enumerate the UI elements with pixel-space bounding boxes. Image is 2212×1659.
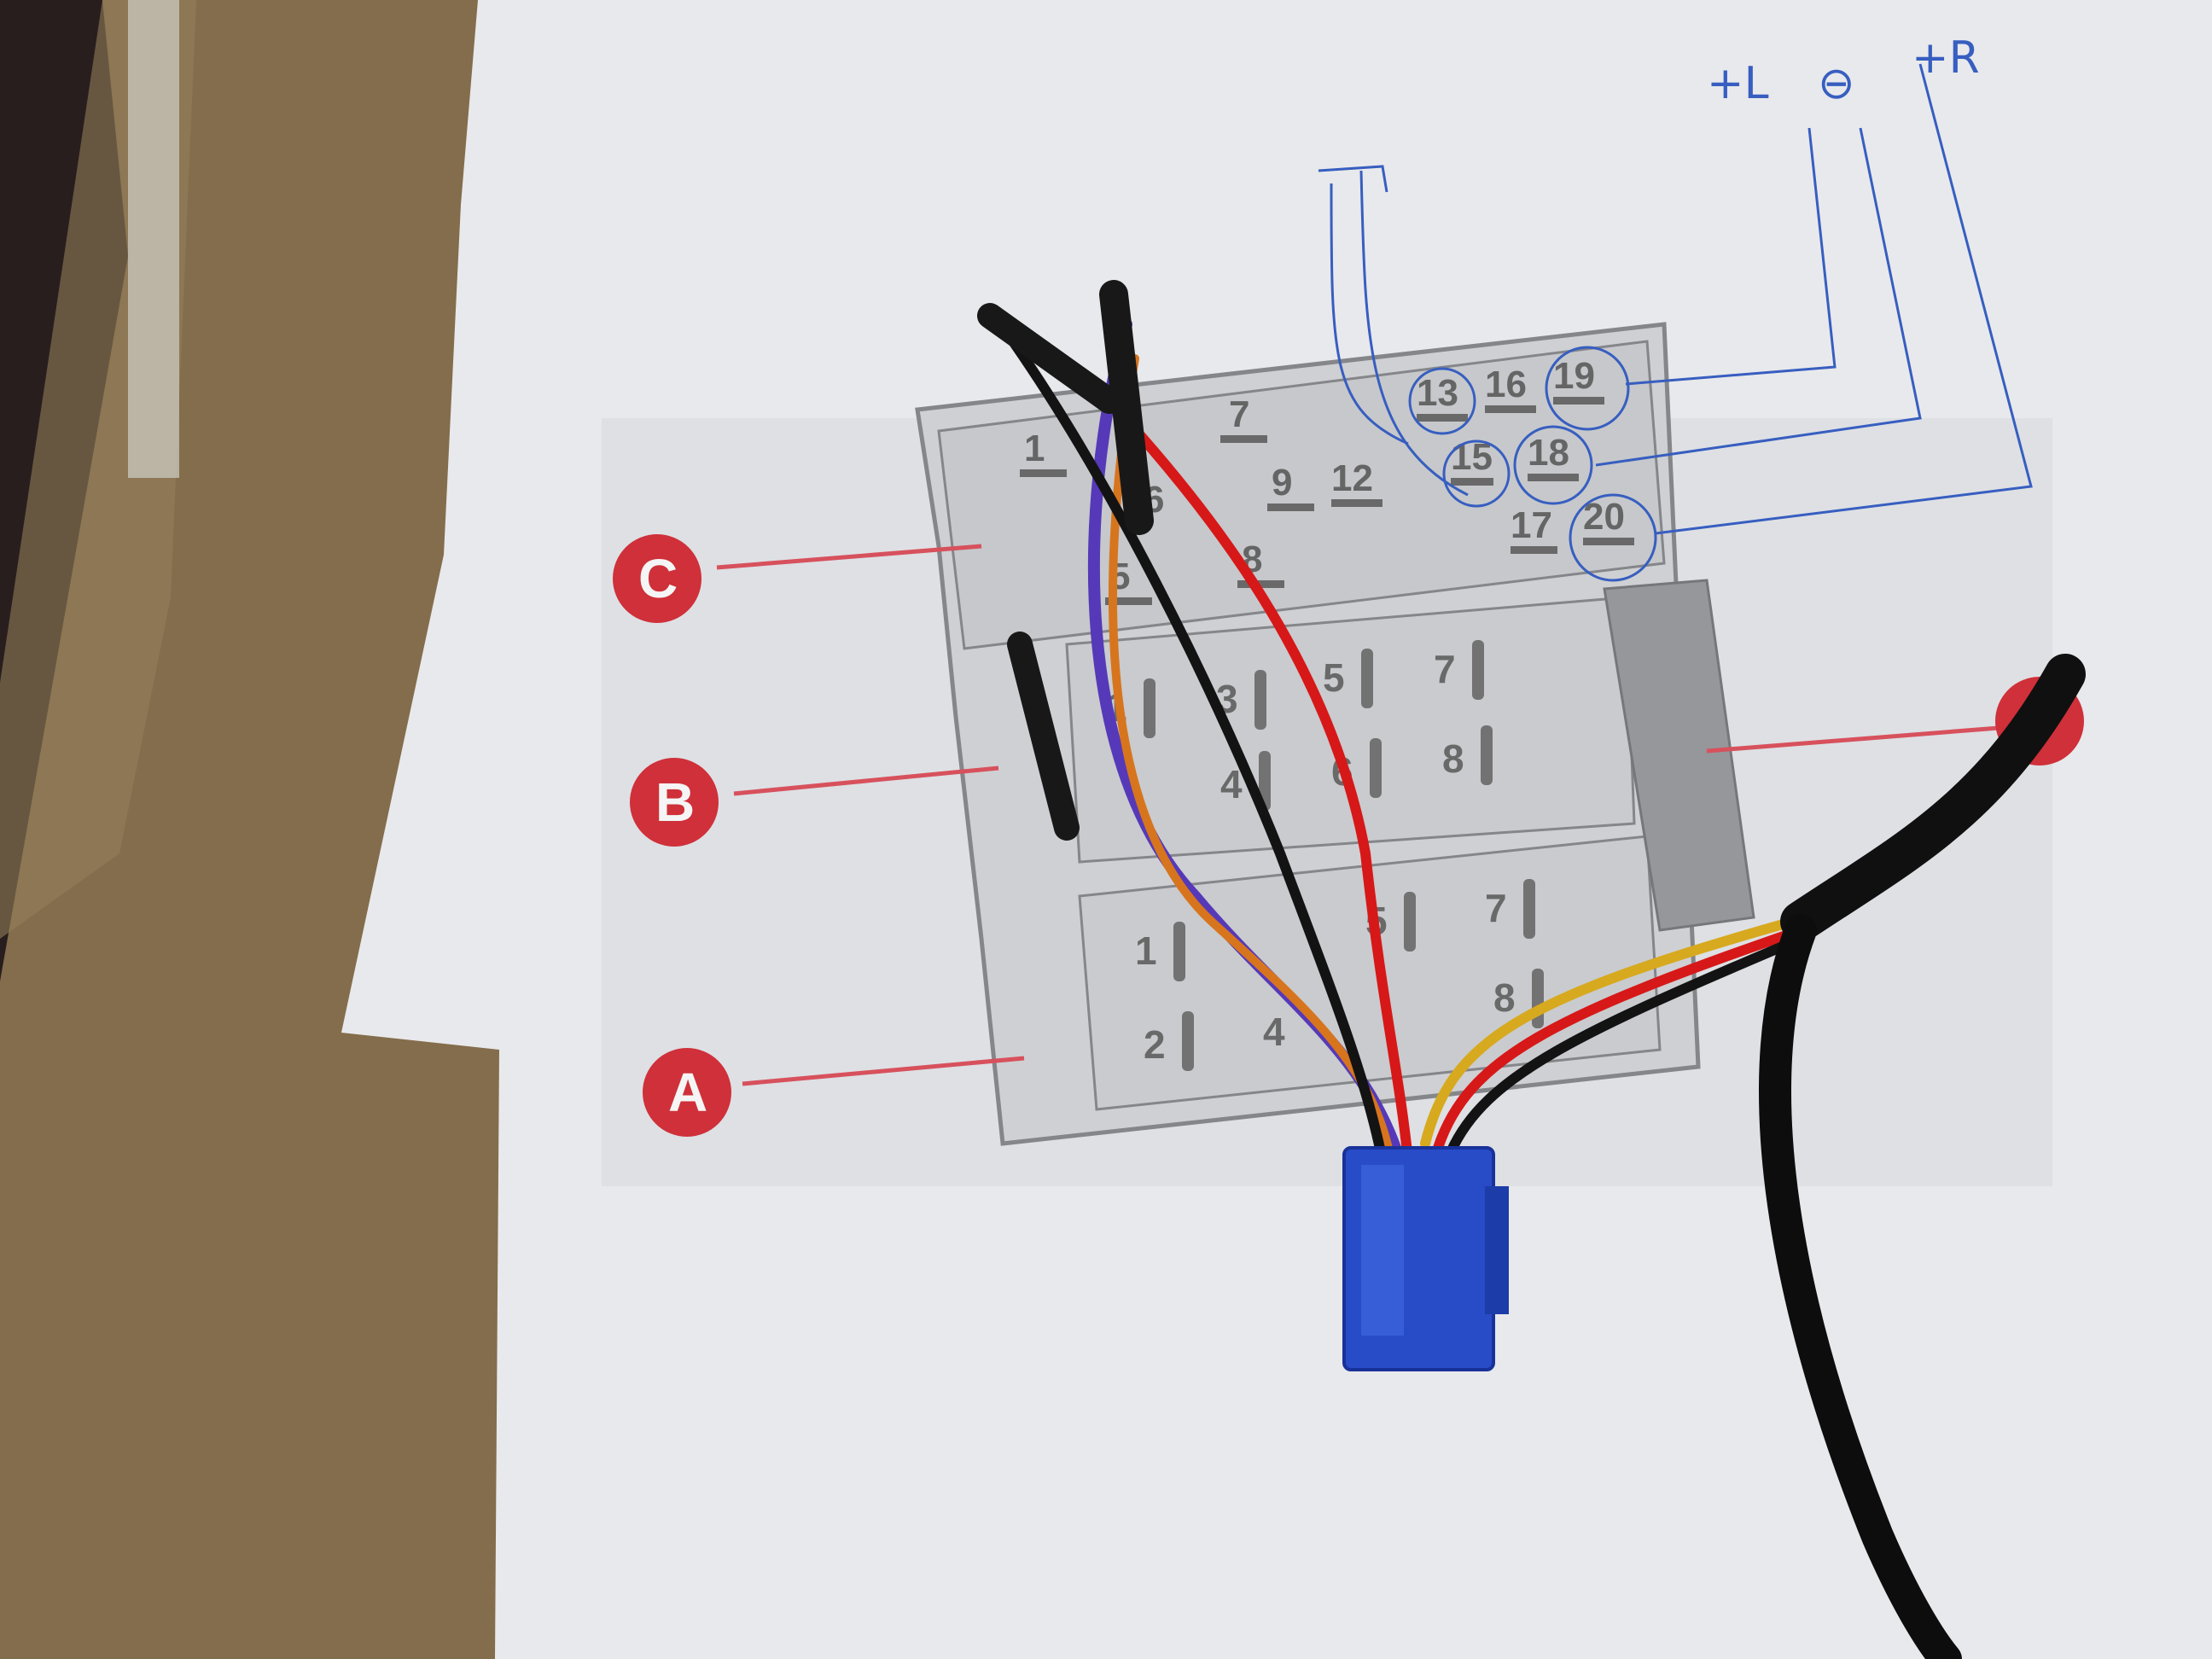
wire-orange-left bbox=[1108, 354, 1395, 1165]
pen-circle-19 bbox=[1545, 346, 1630, 431]
pin-c-9: 9 bbox=[1272, 462, 1292, 504]
pen-circle-15 bbox=[1442, 439, 1511, 508]
pin-bar bbox=[1331, 499, 1382, 507]
connector-a-pins: 1 5 7 2 4 8 bbox=[1135, 879, 1544, 1071]
plug-latch bbox=[1485, 1186, 1509, 1314]
connector-b-block bbox=[1065, 596, 1636, 864]
wire-bundle bbox=[977, 280, 2086, 1659]
pin-bar bbox=[1451, 478, 1493, 486]
pin-bar bbox=[1417, 414, 1468, 422]
hand-label-plus-l: +L bbox=[1707, 58, 1769, 109]
pen-wire-plus-r bbox=[1655, 63, 2033, 535]
wire-yellow bbox=[1420, 917, 1797, 1149]
pin-slot bbox=[1370, 738, 1382, 798]
pin-c-13: 13 bbox=[1417, 372, 1458, 414]
pin-a-8: 8 bbox=[1493, 975, 1516, 1020]
pin-c-18: 18 bbox=[1528, 432, 1569, 474]
pin-bar bbox=[1105, 597, 1152, 605]
pin-bar bbox=[1583, 538, 1634, 545]
pen-line-13 bbox=[1318, 165, 1409, 445]
pin-c-16: 16 bbox=[1485, 364, 1527, 405]
pin-a-4: 4 bbox=[1263, 1010, 1285, 1054]
pen-wire-plus-l bbox=[1625, 127, 1837, 386]
badge-a bbox=[643, 1048, 731, 1137]
pin-a-1: 1 bbox=[1135, 928, 1157, 973]
pin-slot bbox=[1254, 670, 1266, 730]
pen-line-bracket bbox=[1359, 170, 1469, 497]
badge-a-label: A bbox=[668, 1062, 707, 1123]
plug-highlight bbox=[1361, 1165, 1404, 1336]
wire-black-left bbox=[1002, 328, 1388, 1166]
pin-c-1: 1 bbox=[1024, 428, 1045, 469]
handwritten-annotations: +L ⊖ +R bbox=[1318, 32, 2033, 582]
badge-b bbox=[630, 758, 719, 847]
pin-bar bbox=[1237, 580, 1284, 588]
pen-circle-13 bbox=[1408, 367, 1476, 435]
pin-bar bbox=[1553, 397, 1604, 405]
pin-slot bbox=[1404, 892, 1416, 952]
leader-line-a bbox=[742, 1056, 1025, 1086]
pin-c-12: 12 bbox=[1331, 457, 1373, 499]
connector-housing bbox=[915, 322, 1755, 1146]
pin-c-19: 19 bbox=[1553, 355, 1595, 397]
pin-bar bbox=[1267, 504, 1314, 511]
connector-side-slot bbox=[1603, 579, 1755, 932]
heat-shrink-left bbox=[1099, 280, 1154, 535]
heat-shrink-top bbox=[977, 303, 1122, 414]
leader-line-d bbox=[1706, 723, 2032, 754]
heat-shrink-side bbox=[1007, 632, 1080, 841]
pin-b-4: 4 bbox=[1220, 762, 1243, 806]
wire-red-left bbox=[1104, 396, 1413, 1166]
pin-bar bbox=[1220, 435, 1267, 443]
leader-line-b bbox=[733, 765, 999, 796]
pin-slot bbox=[1481, 725, 1493, 785]
blue-connector-plug bbox=[1342, 1146, 1509, 1371]
badge-b-label: B bbox=[655, 771, 695, 833]
pin-bar bbox=[1485, 405, 1536, 413]
pen-wire-ground bbox=[1595, 127, 1922, 467]
connector-a-block bbox=[1078, 835, 1662, 1111]
pen-circle-18 bbox=[1513, 425, 1593, 505]
pin-slot bbox=[1472, 640, 1484, 700]
leader-line-c bbox=[716, 544, 982, 570]
wire-red-right bbox=[1433, 925, 1806, 1153]
hand-label-ground: ⊖ bbox=[1818, 58, 1855, 109]
pin-slot bbox=[1361, 649, 1373, 708]
black-cable bbox=[1759, 914, 1962, 1659]
pin-a-7: 7 bbox=[1485, 886, 1507, 930]
pen-circle-20 bbox=[1569, 493, 1657, 582]
pin-slot bbox=[1173, 922, 1185, 981]
pin-bar bbox=[1528, 474, 1579, 481]
badge-c bbox=[613, 534, 701, 623]
pin-bar bbox=[1020, 469, 1067, 477]
pin-b-5: 5 bbox=[1323, 655, 1345, 700]
pin-bar bbox=[1511, 546, 1557, 554]
pin-b-7: 7 bbox=[1434, 647, 1456, 691]
badge-c-label: C bbox=[638, 548, 678, 609]
white-edge bbox=[128, 0, 179, 478]
pin-slot bbox=[1144, 678, 1155, 738]
cable-sleeve bbox=[1780, 654, 2086, 942]
wire-black-right bbox=[1446, 934, 1806, 1157]
pin-slot bbox=[1182, 1011, 1194, 1071]
pin-slot bbox=[1523, 879, 1535, 939]
pin-c-17: 17 bbox=[1511, 504, 1552, 546]
pin-b-8: 8 bbox=[1442, 736, 1464, 781]
pin-c-7: 7 bbox=[1229, 393, 1249, 435]
pin-a-2: 2 bbox=[1144, 1022, 1166, 1067]
